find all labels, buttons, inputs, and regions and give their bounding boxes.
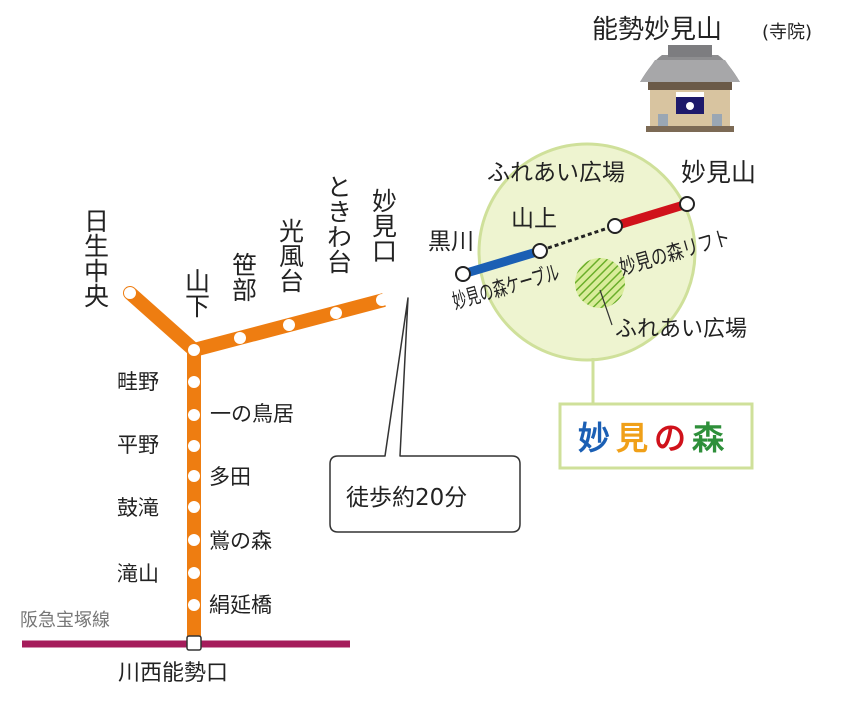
walk-callout-box bbox=[329, 297, 521, 533]
brand-box bbox=[558, 402, 754, 470]
station-label-tokiwadai: ときわ台 bbox=[324, 174, 353, 274]
brand-char-2: 見 bbox=[616, 419, 648, 457]
label-yamanoue: 山上 bbox=[511, 206, 557, 232]
station-label-tada: 多田 bbox=[209, 465, 251, 489]
station-dot-ichinotorii bbox=[188, 409, 200, 421]
station-label-nissei-chuo: 日生中央 bbox=[81, 208, 110, 308]
walk-callout-text: 徒歩約20分 bbox=[346, 485, 467, 511]
station-label-takiyama: 滝山 bbox=[117, 562, 159, 586]
lift-dot-myokensan bbox=[679, 196, 695, 212]
cable-dot-yamanoue bbox=[532, 243, 548, 259]
station-dot-myokenguchi bbox=[376, 294, 388, 306]
station-label-hirano: 平野 bbox=[117, 433, 159, 457]
station-dot-kofudai bbox=[283, 319, 295, 331]
label-fureai-area: ふれあい広場 bbox=[615, 317, 747, 342]
station-dot-tada bbox=[188, 470, 200, 482]
brand-char-3: の bbox=[654, 419, 686, 457]
temple-name: 能勢妙見山 bbox=[592, 15, 722, 45]
station-label-myokenguchi: 妙見口 bbox=[369, 188, 398, 263]
station-label-kofudai: 光風台 bbox=[276, 218, 305, 293]
station-dot-kawanishi-square bbox=[186, 635, 202, 651]
station-label-tsuzumigataki: 鼓滝 bbox=[117, 496, 159, 520]
station-label-ichinotorii: 一の鳥居 bbox=[210, 402, 294, 426]
label-fureai-top: ふれあい広場 bbox=[487, 160, 625, 186]
cable-dot-kurokawa bbox=[455, 266, 471, 282]
lift-line bbox=[613, 199, 689, 231]
station-label-kawanishi: 川西能勢口 bbox=[118, 661, 228, 686]
station-label-sasabe: 笹部 bbox=[229, 252, 258, 302]
brand-char-4: 森 bbox=[692, 419, 725, 457]
station-dot-kinunobebashi bbox=[188, 599, 200, 611]
brand-char-1: 妙 bbox=[578, 419, 610, 457]
station-dot-tokiwadai bbox=[330, 307, 342, 319]
temple-note: (寺院) bbox=[762, 22, 812, 43]
station-dot-yamashita bbox=[188, 344, 200, 356]
station-dot-unebino bbox=[188, 376, 200, 388]
label-myokensan: 妙見山 bbox=[681, 158, 756, 187]
station-dot-uguisunomori bbox=[188, 534, 200, 546]
label-kurokawa: 黒川 bbox=[428, 229, 474, 255]
walk-path bbox=[547, 226, 609, 250]
station-dot-sasabe bbox=[234, 332, 246, 344]
station-label-yamashita: 山下 bbox=[182, 268, 211, 318]
myoken-forest-circle bbox=[477, 142, 697, 362]
station-label-kinunobebashi: 絹延橋 bbox=[209, 593, 272, 617]
station-label-unebino: 畦野 bbox=[117, 370, 159, 394]
station-dot-tsuzumigataki bbox=[188, 501, 200, 513]
lift-dot-fureai bbox=[607, 218, 623, 234]
station-dot-nissei-chuo bbox=[124, 287, 136, 299]
station-dot-takiyama bbox=[188, 567, 200, 579]
cable-line bbox=[461, 246, 542, 279]
station-label-uguisunomori: 鴬の森 bbox=[209, 529, 272, 553]
nose-railway-branch bbox=[123, 286, 201, 357]
hankyu-line-label: 阪急宝塚線 bbox=[20, 610, 110, 631]
station-dot-hirano bbox=[188, 440, 200, 452]
temple-icon bbox=[640, 45, 740, 132]
fureai-area-marker bbox=[575, 258, 625, 308]
fureai-area-leader bbox=[599, 289, 613, 326]
